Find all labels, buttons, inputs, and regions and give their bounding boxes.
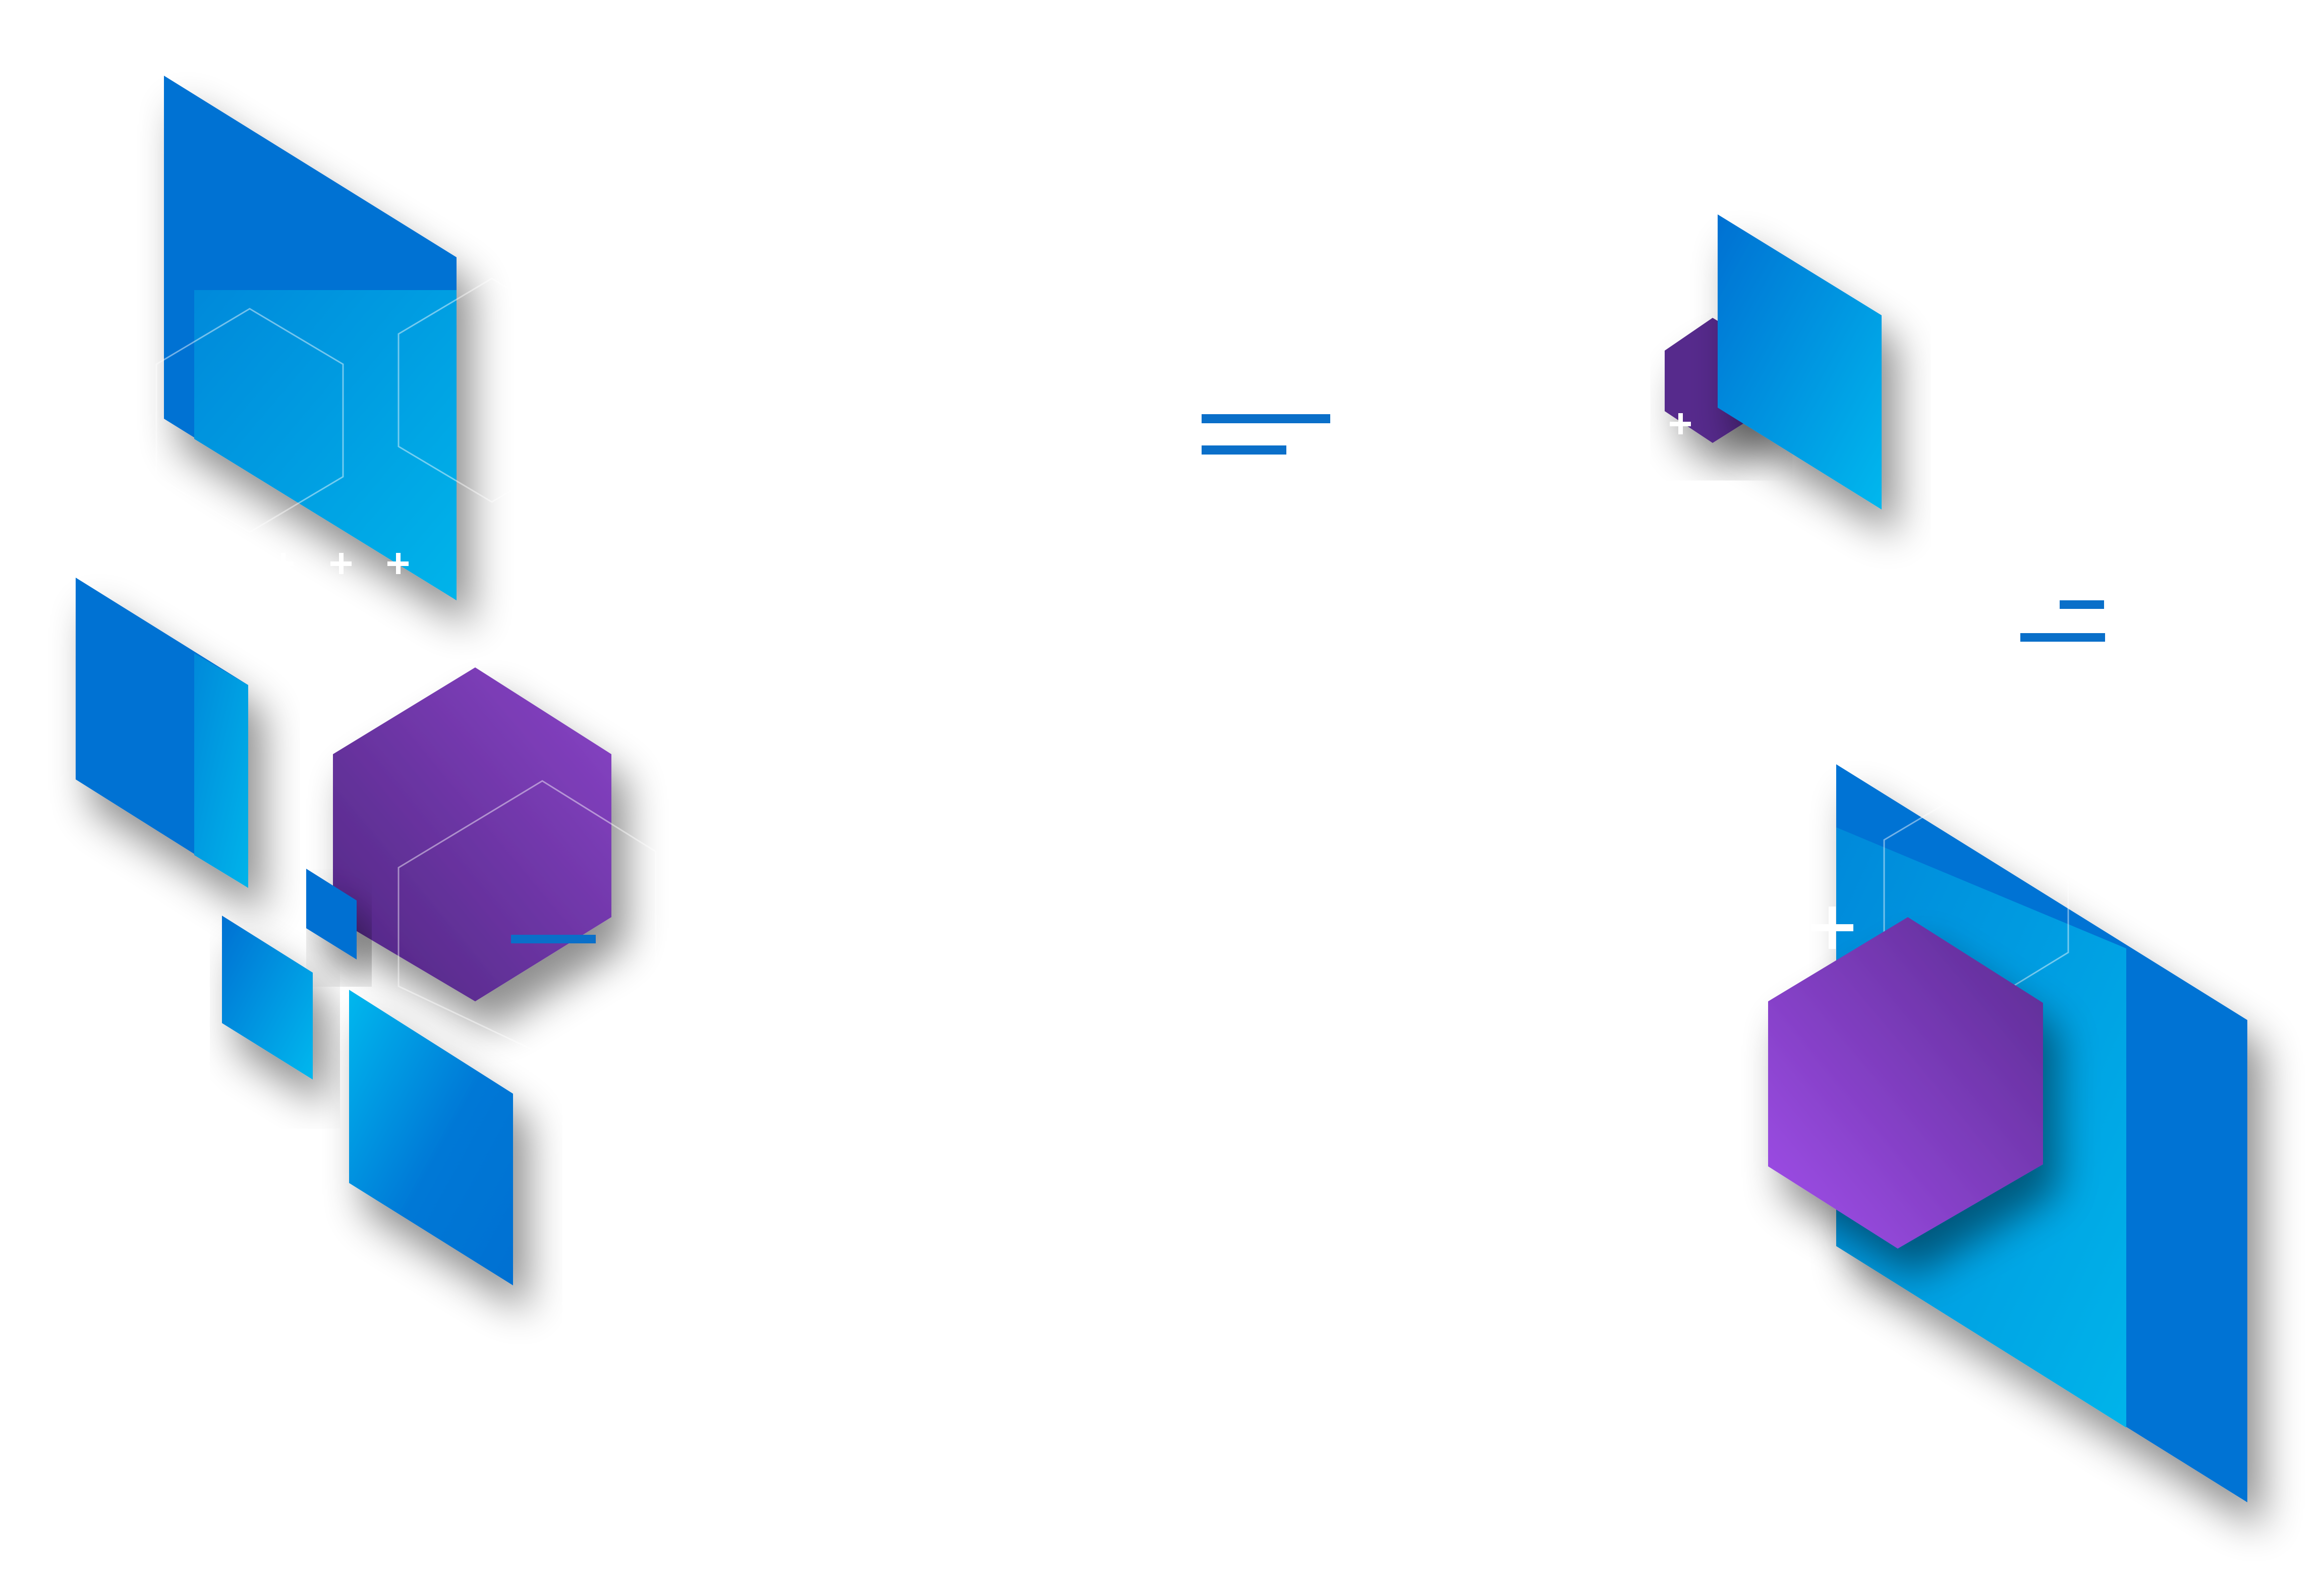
blue-panel — [76, 578, 248, 888]
purple-hexagon — [1768, 917, 2043, 1249]
blue-panel — [1718, 214, 1882, 510]
blue-tile — [349, 990, 513, 1285]
dash-icon — [1202, 445, 1286, 455]
hexagon-outline — [155, 308, 344, 533]
plus-icon — [1811, 907, 1853, 949]
dash-icon — [2020, 633, 2105, 642]
center-accent-lines — [1202, 414, 1330, 455]
dash-icon — [1202, 414, 1330, 423]
plus-icon — [1611, 413, 1691, 434]
left-shape-cluster — [76, 76, 657, 1285]
hexagon-outline — [398, 277, 586, 503]
dash-icon — [511, 935, 596, 943]
small-blue-tile — [222, 916, 313, 1080]
plus-icon — [272, 553, 409, 574]
purple-hexagon — [333, 667, 611, 1001]
top-right-shape-cluster — [1611, 214, 1882, 510]
dash-icon — [2060, 600, 2104, 609]
hexagon-outline — [398, 780, 657, 1055]
small-blue-tile — [306, 869, 357, 960]
right-accent-lines — [2020, 600, 2105, 642]
large-blue-panel — [164, 76, 457, 600]
bottom-right-shape-cluster — [1768, 764, 2247, 1502]
